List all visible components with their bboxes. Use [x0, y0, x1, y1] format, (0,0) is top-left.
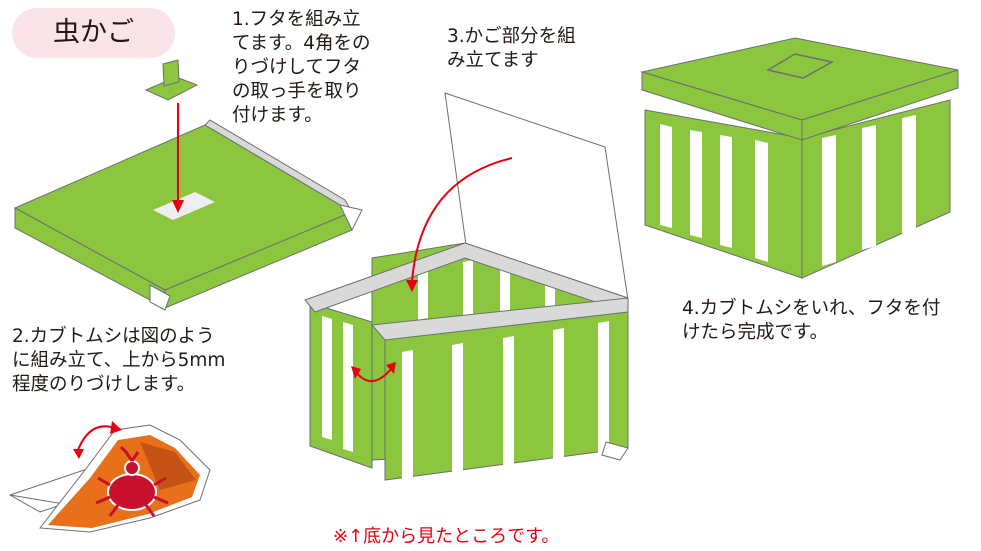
- finished-lid-handle: [766, 53, 835, 79]
- finished-front-slot-3: [720, 135, 732, 248]
- cage-left-wall: [309, 302, 373, 469]
- finished-right-slot-1: [822, 135, 836, 266]
- beetle-diagram: [8, 421, 211, 533]
- lid-corner-tab-right: [339, 204, 363, 232]
- step-4-text: 4.カブトムシをいれ、フタを付 けたら完成です。: [682, 298, 941, 343]
- beetle-wood-dark: [140, 442, 196, 490]
- title-badge: 虫かご: [12, 8, 175, 58]
- step-1-text: 1.フタを組み立 てます。4角をの りづけしてフタ の取っ手を取り 付けます。: [232, 9, 371, 126]
- lid-handle-fin: [162, 59, 180, 87]
- finished-front-slot-1: [660, 124, 672, 228]
- finished-lid-right: [801, 69, 959, 141]
- lid-back-flap: [204, 119, 354, 214]
- cage-rotate-head-a: [351, 366, 361, 379]
- beetle-arrow-head-a: [110, 421, 122, 434]
- step-2-text: 2.カブトムシは図のよう に組み立て、上から5mm 程度のりづけします。: [12, 326, 226, 395]
- cage-back-slot-1: [418, 266, 428, 320]
- finished-lid-top: [640, 37, 959, 121]
- cage-front-slot-4: [553, 328, 564, 462]
- finished-cage-diagram: [640, 37, 959, 279]
- cage-left-slot-2: [343, 322, 353, 452]
- step-3-text: 3.かご部分を組 み立てます: [447, 26, 576, 71]
- finished-right-slot-2: [862, 125, 876, 250]
- finished-right-slot-3: [902, 115, 916, 234]
- beetle-body: [107, 473, 157, 511]
- lid-corner-tab-front: [149, 284, 171, 311]
- beetle-head: [124, 460, 140, 476]
- page-title: 虫かご: [53, 17, 134, 48]
- cage-left-slot-1: [322, 316, 332, 440]
- cage-fold-arrow: [411, 157, 513, 283]
- finished-front-slot-2: [690, 130, 702, 238]
- cage-front-rim: [370, 297, 629, 341]
- finished-front-slot-4: [755, 140, 768, 262]
- beetle-horn: [119, 445, 140, 462]
- cage-assembly-diagram: [304, 92, 629, 481]
- cage-fold-arrow-head: [406, 280, 418, 292]
- cage-rotate-arrow: [355, 367, 393, 382]
- cage-back-slot-2: [463, 260, 473, 322]
- lid-handle-slot: [153, 192, 215, 220]
- bottom-view-note: ※↑底から見たところです。: [333, 526, 560, 547]
- beetle-rotate-arrow: [77, 425, 116, 451]
- cage-front-slot-5: [598, 321, 609, 456]
- lid-diagram: [13, 59, 363, 311]
- cage-front-slot-2: [452, 343, 463, 474]
- lid-arrow-head: [172, 200, 184, 213]
- cage-front-slot-3: [503, 336, 514, 468]
- cage-corner-tab: [601, 441, 629, 461]
- cage-front-slot-1: [402, 350, 413, 480]
- beetle-arrow-head-b: [73, 449, 84, 459]
- beetle-legs: [95, 476, 169, 517]
- cage-rotate-head-b: [386, 362, 396, 374]
